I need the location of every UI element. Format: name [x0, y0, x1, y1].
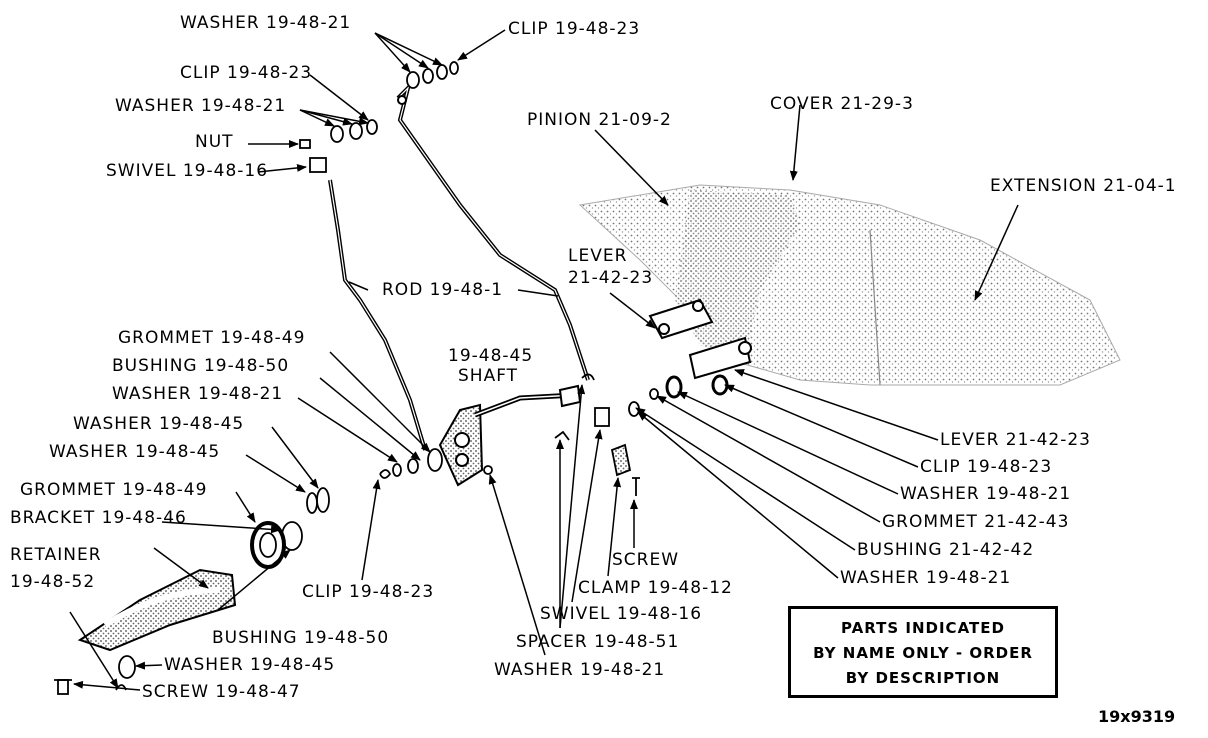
- swivel-clamp-group: [594, 374, 729, 496]
- label-lever-right: LEVER 21-42-23: [940, 430, 1091, 450]
- ordering-notice-box: PARTS INDICATED BY NAME ONLY - ORDER BY …: [788, 606, 1058, 698]
- lever-upper: [648, 298, 714, 340]
- label-washer-right: WASHER 19-48-21: [900, 484, 1072, 504]
- label-washer-45-a: WASHER 19-48-45: [73, 414, 245, 434]
- label-bushing-right: BUSHING 21-42-42: [857, 540, 1035, 560]
- label-bushing-lower: BUSHING 19-48-50: [212, 628, 390, 648]
- leader-lines: [69, 29, 1019, 691]
- label-bracket: BRACKET 19-48-46: [10, 508, 187, 528]
- label-grommet-lower: GROMMET 19-48-49: [20, 480, 208, 500]
- label-pinion: PINION 21-09-2: [527, 110, 672, 130]
- shaft-assembly: [438, 384, 582, 487]
- label-spacer: SPACER 19-48-51: [516, 632, 680, 652]
- swivel-upper-hardware: [299, 61, 459, 173]
- bracket: [77, 568, 237, 652]
- label-washer-mid: WASHER 19-48-21: [112, 384, 284, 404]
- label-washer-top: WASHER 19-48-21: [180, 13, 352, 33]
- label-clip-top: CLIP 19-48-23: [508, 19, 641, 39]
- retainer-screw-hardware: [54, 655, 136, 695]
- label-clip-right: CLIP 19-48-23: [920, 457, 1053, 477]
- label-bushing-upper: BUSHING 19-48-50: [112, 356, 290, 376]
- label-extension: EXTENSION 21-04-1: [990, 176, 1177, 196]
- transmission-housing: [578, 184, 1121, 386]
- lever-right-arm: [688, 336, 752, 380]
- label-washer-bottom: WASHER 19-48-21: [494, 660, 666, 680]
- label-retainer-1: RETAINER: [10, 545, 102, 565]
- label-nut: NUT: [195, 132, 234, 152]
- label-swivel-bottom: SWIVEL 19-48-16: [540, 604, 703, 624]
- label-screw: SCREW: [612, 550, 680, 570]
- notice-line-3: BY DESCRIPTION: [845, 669, 1001, 687]
- label-cover: COVER 21-29-3: [770, 94, 914, 114]
- label-rod: ROD 19-48-1: [382, 280, 504, 300]
- label-shaft-2: SHAFT: [458, 366, 519, 386]
- small-hardware: [250, 373, 595, 569]
- label-grommet-right: GROMMET 21-42-43: [882, 512, 1070, 532]
- label-grommet-upper: GROMMET 19-48-49: [118, 328, 306, 348]
- label-clip-left: CLIP 19-48-23: [180, 63, 313, 83]
- label-clip-bottom: CLIP 19-48-23: [302, 582, 435, 602]
- label-shaft-1: 19-48-45: [448, 346, 534, 366]
- label-lever-upper-2: 21-42-23: [568, 268, 654, 288]
- label-retainer-2: 19-48-52: [10, 572, 96, 592]
- notice-line-2: BY NAME ONLY - ORDER: [813, 644, 1033, 662]
- label-lever-upper-1: LEVER: [568, 246, 628, 266]
- notice-line-1: PARTS INDICATED: [841, 619, 1005, 637]
- label-washer-right-2: WASHER 19-48-21: [840, 568, 1012, 588]
- label-swivel-left: SWIVEL 19-48-16: [106, 161, 269, 181]
- figure-number: 19x9319: [1098, 707, 1176, 726]
- rod-19-48-1: [328, 179, 427, 451]
- label-clamp: CLAMP 19-48-12: [578, 578, 733, 598]
- rod-upper: [396, 81, 590, 381]
- label-washer-45-b: WASHER 19-48-45: [49, 442, 221, 462]
- label-washer-45-bottom: WASHER 19-48-45: [164, 655, 336, 675]
- label-washer-left: WASHER 19-48-21: [115, 96, 287, 116]
- label-screw-47: SCREW 19-48-47: [142, 682, 301, 702]
